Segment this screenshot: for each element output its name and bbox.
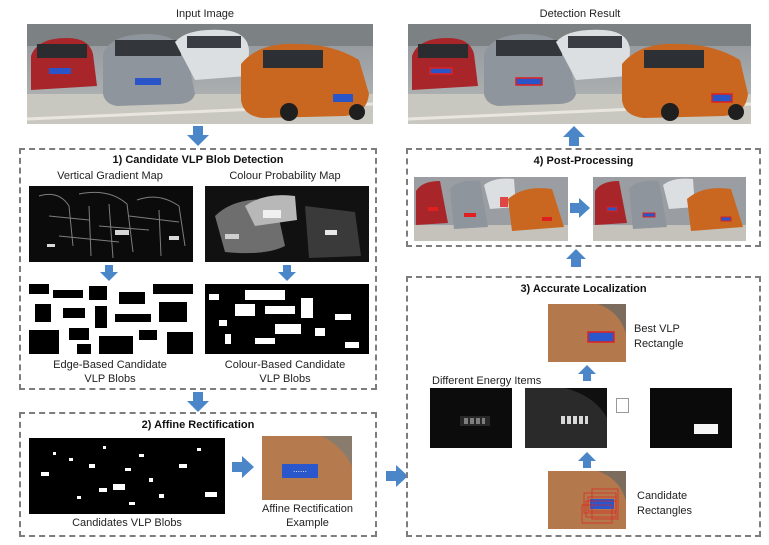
post-processing-before-image <box>414 177 568 241</box>
energy-item-2-image <box>525 388 607 448</box>
stage3-title: 3) Accurate Localization <box>520 283 647 295</box>
candidate-rectangles-image <box>548 471 626 529</box>
best-vlp-label-line2: Rectangle <box>634 338 684 350</box>
edge-blob-texture <box>29 284 193 354</box>
arrow-up-icon <box>566 249 586 267</box>
colour-blob-texture <box>209 290 359 348</box>
vertical-gradient-map-label: Vertical Gradient Map <box>57 170 163 182</box>
candidates-blobs-label: Candidates VLP Blobs <box>72 517 182 529</box>
stage2-box <box>19 412 377 537</box>
svg-text:⋯⋯: ⋯⋯ <box>293 469 307 476</box>
stage4-title: 4) Post-Processing <box>533 155 634 167</box>
detection-scene-illustration <box>408 24 751 124</box>
energy-texture-2 <box>525 388 607 448</box>
best-vlp-label-line1: Best VLP <box>634 323 680 335</box>
arrow-down-icon <box>187 392 209 412</box>
arrow-right-icon <box>232 456 254 478</box>
edge-blobs-label-line2: VLP Blobs <box>84 373 136 385</box>
colour-blobs-label-line1: Colour-Based Candidate <box>224 359 346 371</box>
gradient-texture <box>38 191 186 259</box>
street-scene-illustration <box>27 24 373 124</box>
edge-blobs-label-line1: Edge-Based Candidate <box>53 359 167 371</box>
before-scene-illustration <box>414 178 568 241</box>
arrow-down-icon <box>187 126 209 146</box>
input-image-label: Input Image <box>175 8 235 20</box>
post-processing-after-image <box>593 177 746 241</box>
colour-probability-map-image <box>205 186 369 262</box>
stage1-box <box>19 148 377 390</box>
arrow-up-icon <box>578 365 596 381</box>
energy-items-label: Different Energy Items <box>432 375 542 387</box>
arrow-up-icon <box>563 126 585 146</box>
vertical-gradient-map-image <box>29 186 193 262</box>
stage3-box <box>406 276 761 537</box>
arrow-right-icon <box>570 198 590 218</box>
candidate-rectangles-label-line1: Candidate <box>637 490 688 502</box>
stage4-box <box>406 148 761 247</box>
candidates-blobs-image <box>29 438 225 514</box>
energy-item-1-image <box>430 388 512 448</box>
arrow-down-icon <box>100 265 118 281</box>
stage2-title: 2) Affine Rectification <box>141 419 255 431</box>
arrow-up-icon <box>578 452 596 468</box>
after-scene-illustration <box>593 178 746 241</box>
arrow-down-icon <box>278 265 296 281</box>
affine-example-label-line2: Example <box>286 517 329 529</box>
colour-based-blobs-image <box>205 284 369 354</box>
energy-item-3-image <box>650 388 732 448</box>
energy-texture-3 <box>650 388 732 448</box>
candidate-rectangles-label-line2: Rectangles <box>637 505 693 517</box>
colour-blobs-label-line2: VLP Blobs <box>259 373 311 385</box>
affine-example-label-line1: Affine Rectification <box>262 503 353 515</box>
best-vlp-rectangle-image <box>548 304 626 362</box>
energy-texture-1 <box>430 388 512 448</box>
affine-rectification-example-image: ⋯⋯ <box>262 436 352 500</box>
ellipsis-placeholder-box <box>616 398 629 413</box>
detection-result-label: Detection Result <box>539 8 621 20</box>
probability-texture <box>205 186 369 262</box>
colour-probability-map-label: Colour Probability Map <box>229 170 341 182</box>
candidate-rectangles-illustration <box>548 471 626 529</box>
rectified-plate-illustration: ⋯⋯ <box>262 436 352 500</box>
best-rectangle-illustration <box>548 304 626 362</box>
edge-based-blobs-image <box>29 284 193 354</box>
input-image-photo <box>27 24 373 124</box>
detection-result-photo <box>408 24 751 124</box>
arrow-right-icon <box>386 465 408 487</box>
stage1-title: 1) Candidate VLP Blob Detection <box>112 154 284 166</box>
candidates-blob-texture <box>41 446 217 505</box>
